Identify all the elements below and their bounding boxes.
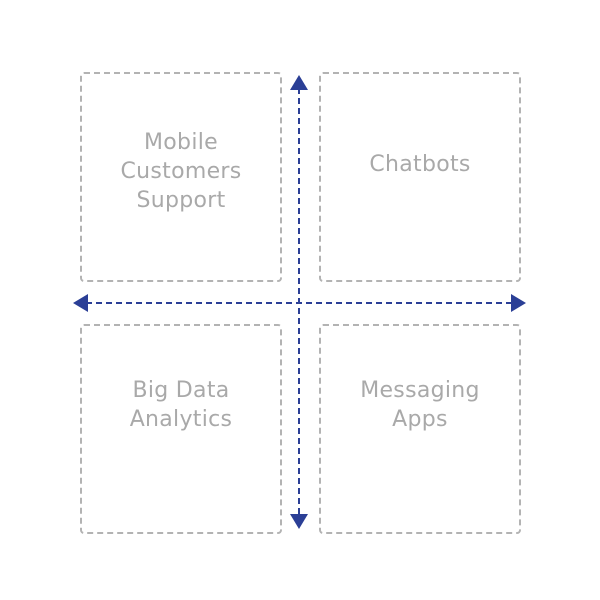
arrow-down-icon	[290, 514, 308, 529]
quadrant-label: Big Data Analytics	[129, 378, 233, 432]
arrow-right-icon	[511, 294, 526, 312]
arrow-left-icon	[73, 294, 88, 312]
quadrant-label: Chatbots	[369, 151, 471, 177]
quadrant-messaging-apps: Messaging Apps	[319, 324, 521, 534]
quadrant-big-data-analytics: Big Data Analytics	[80, 324, 282, 534]
quadrant-mobile-customers-support: Mobile Customers Support	[80, 72, 282, 282]
quadrant-chatbots: Chatbots	[319, 72, 521, 282]
arrow-up-icon	[290, 75, 308, 90]
quadrant-label: Messaging Apps	[360, 378, 480, 432]
quadrant-label: Mobile Customers Support	[120, 129, 242, 213]
